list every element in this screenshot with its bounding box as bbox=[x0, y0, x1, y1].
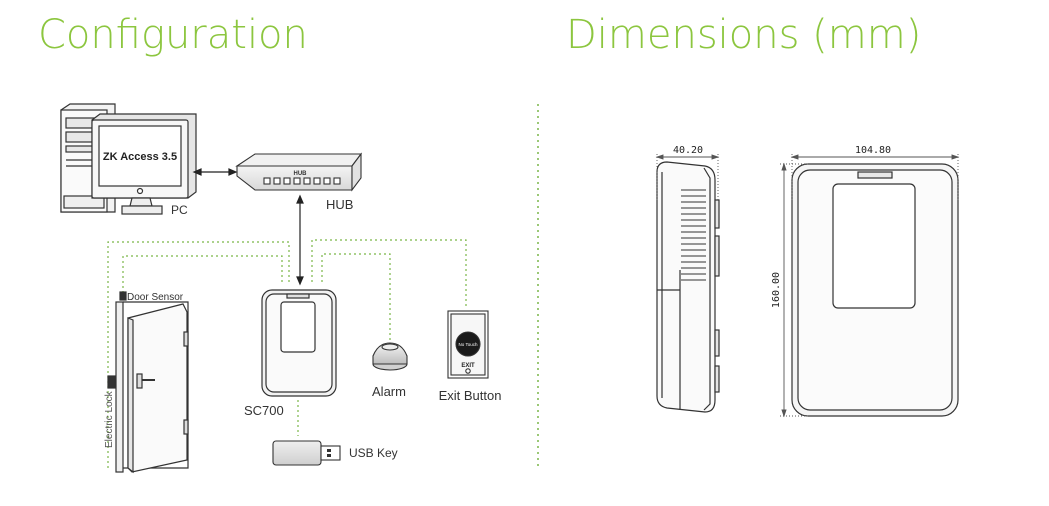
depth-dimension-value: 40.20 bbox=[673, 145, 703, 156]
alarm-icon bbox=[372, 342, 408, 371]
pc-icon bbox=[60, 103, 197, 215]
exit-button-icon bbox=[447, 310, 489, 379]
width-dimension-value: 104.80 bbox=[855, 145, 891, 156]
door-sensor-label: Door Sensor bbox=[127, 292, 184, 303]
wiring-lines bbox=[107, 239, 467, 468]
exit-button-exit-text: EXIT bbox=[461, 363, 475, 369]
pc-label: PC bbox=[171, 203, 188, 217]
usb-key-icon bbox=[272, 440, 341, 466]
sc700-device-icon bbox=[261, 289, 337, 397]
height-dimension-value: 160.00 bbox=[771, 272, 782, 308]
pc-screen-text: ZK Access 3.5 bbox=[103, 151, 177, 163]
front-view-drawing bbox=[791, 163, 959, 417]
hub-device-text: HUB bbox=[294, 171, 308, 177]
door-icon bbox=[107, 291, 189, 474]
hub-label: HUB bbox=[326, 197, 353, 212]
sc700-label: SC700 bbox=[244, 403, 284, 418]
hub-sc700-link-arrow bbox=[296, 194, 304, 286]
usb-key-label: USB Key bbox=[349, 446, 398, 460]
depth-dimension-line bbox=[655, 154, 720, 200]
side-view-drawing bbox=[656, 161, 720, 413]
pc-hub-link-arrow bbox=[192, 168, 238, 176]
exit-button-label: Exit Button bbox=[439, 388, 502, 403]
height-dimension-line bbox=[780, 162, 810, 418]
dimensions-heading: Dimensions (mm) bbox=[566, 12, 921, 58]
exit-button-face-text: No Touch bbox=[459, 342, 478, 347]
electric-lock-label: Electric Lock bbox=[104, 390, 115, 448]
alarm-label: Alarm bbox=[372, 384, 406, 399]
configuration-heading: Configuration bbox=[38, 12, 308, 58]
width-dimension-line bbox=[790, 154, 960, 200]
hub-icon bbox=[235, 152, 363, 192]
